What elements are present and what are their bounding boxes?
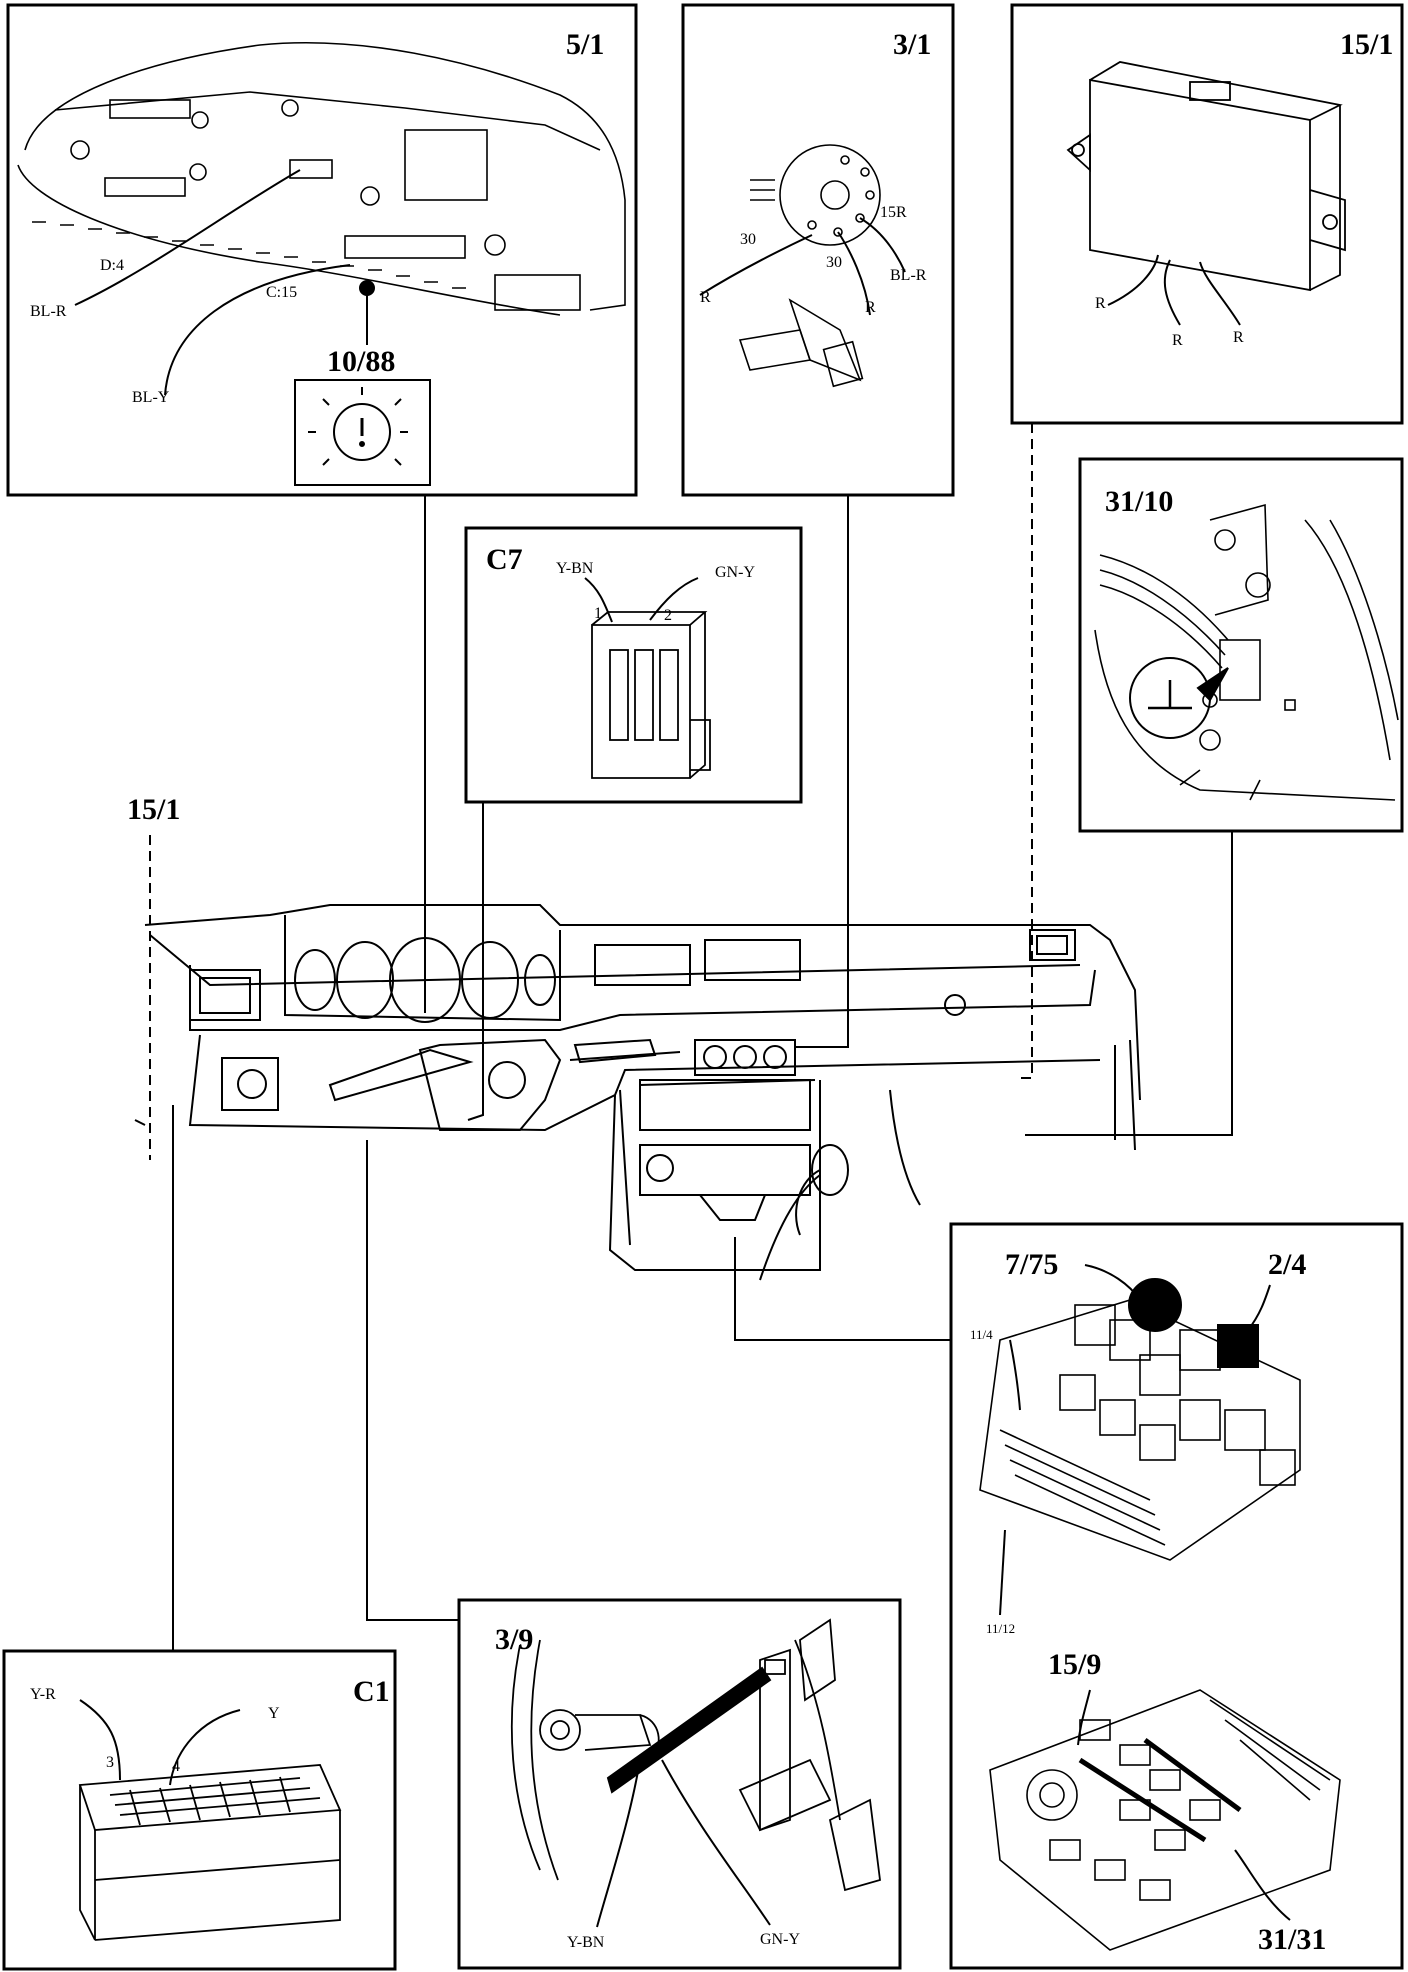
dash-15-1-label: 15/1 xyxy=(127,793,181,826)
connector-c7-sketch xyxy=(591,611,711,779)
connector-c15-dot xyxy=(359,280,375,296)
relay-2-4-marker xyxy=(1217,1324,1259,1368)
dashboard-sketch xyxy=(134,904,1141,1281)
panel-frame-15-1 xyxy=(1010,3,1404,425)
wire-bl-r-3-1-label: BL-R xyxy=(890,267,927,284)
panel-frame-relay xyxy=(949,1222,1404,1970)
panel-c7-title: C7 xyxy=(486,543,523,576)
instrument-cluster-sketch xyxy=(17,42,626,316)
control-module-sketch xyxy=(1066,61,1346,292)
leader-15-1-right xyxy=(1015,423,1033,1079)
ground-31-31-label: 31/31 xyxy=(1258,1923,1327,1956)
wire-gn-y-3-9-label: GN-Y xyxy=(760,1931,800,1948)
relay-7-75-label: 7/75 xyxy=(1005,1248,1059,1281)
fuse-box-sketch xyxy=(989,1689,1341,1951)
panel-3-9-title: 3/9 xyxy=(495,1623,534,1656)
panel-frame-c7 xyxy=(464,526,803,804)
panel-frame-31-10 xyxy=(1078,457,1404,833)
relay-2-4-label: 2/4 xyxy=(1268,1248,1307,1281)
pin-1-c7-label: 1 xyxy=(594,605,602,622)
conn-11-12-label: 11/12 xyxy=(986,1621,1016,1636)
panel-c1-title: C1 xyxy=(353,1675,390,1708)
conn-11-4-label: 11/4 xyxy=(970,1327,993,1342)
panel-frame-3-9 xyxy=(457,1598,902,1970)
panel-3-1-title: 3/1 xyxy=(893,28,932,61)
leader-3-9 xyxy=(366,1140,459,1621)
wire-r-3-label: R xyxy=(1233,329,1244,346)
pin-d4-label: D:4 xyxy=(100,257,124,274)
fuse-15-9-label: 15/9 xyxy=(1048,1648,1102,1681)
wire-bl-y-label: BL-Y xyxy=(132,389,170,406)
brake-pointer-arrow xyxy=(606,1666,772,1794)
leader-c7 xyxy=(467,802,484,1121)
wire-r-2-label: R xyxy=(1172,332,1183,349)
ground-point-sketch xyxy=(1094,503,1399,801)
wire-bl-y-lead xyxy=(164,264,351,396)
pin-3-c1-label: 3 xyxy=(106,1754,114,1771)
panel-frame-3-1 xyxy=(681,3,955,497)
panel-frame-c1 xyxy=(2,1649,397,1971)
panel-frame-5-1 xyxy=(6,3,638,497)
leader-relay xyxy=(734,1237,951,1341)
terminal-15r-label: 15R xyxy=(880,204,907,221)
pin-2-c7-label: 2 xyxy=(664,607,672,624)
panel-31-10-title: 31/10 xyxy=(1105,485,1174,518)
terminal-30-b-label: 30 xyxy=(826,254,842,271)
panel-15-1-title: 15/1 xyxy=(1340,28,1394,61)
wire-gn-y-c7-label: GN-Y xyxy=(715,564,755,581)
wire-r-a-label: R xyxy=(700,289,711,306)
relay-7-75-marker xyxy=(1128,1278,1182,1332)
wire-y-label: Y xyxy=(268,1705,280,1722)
panel-10-88-title: 10/88 xyxy=(327,345,396,378)
warning-lamp-symbol xyxy=(333,403,391,461)
wire-y-r-label: Y-R xyxy=(30,1686,56,1703)
connector-c1-sketch xyxy=(78,1764,342,1941)
ignition-switch-sketch xyxy=(738,144,881,388)
wire-y-bn-c7-label: Y-BN xyxy=(556,560,594,577)
wire-bl-r-lead xyxy=(74,169,301,306)
wire-bl-r-label: BL-R xyxy=(30,303,67,320)
wire-r-1-label: R xyxy=(1095,295,1106,312)
wire-r-b-label: R xyxy=(865,299,876,316)
wire-y-bn-3-9-label: Y-BN xyxy=(567,1934,605,1951)
leader-3-1 xyxy=(795,495,849,1048)
warning-lamp-box xyxy=(294,379,431,486)
panel-5-1-title: 5/1 xyxy=(566,28,605,61)
pin-c15-label: C:15 xyxy=(266,284,298,301)
pin-4-c1-label: 4 xyxy=(172,1758,180,1775)
brake-switch-sketch xyxy=(510,1618,881,1892)
terminal-30-a-label: 30 xyxy=(740,231,756,248)
leader-31-10 xyxy=(1025,831,1233,1136)
